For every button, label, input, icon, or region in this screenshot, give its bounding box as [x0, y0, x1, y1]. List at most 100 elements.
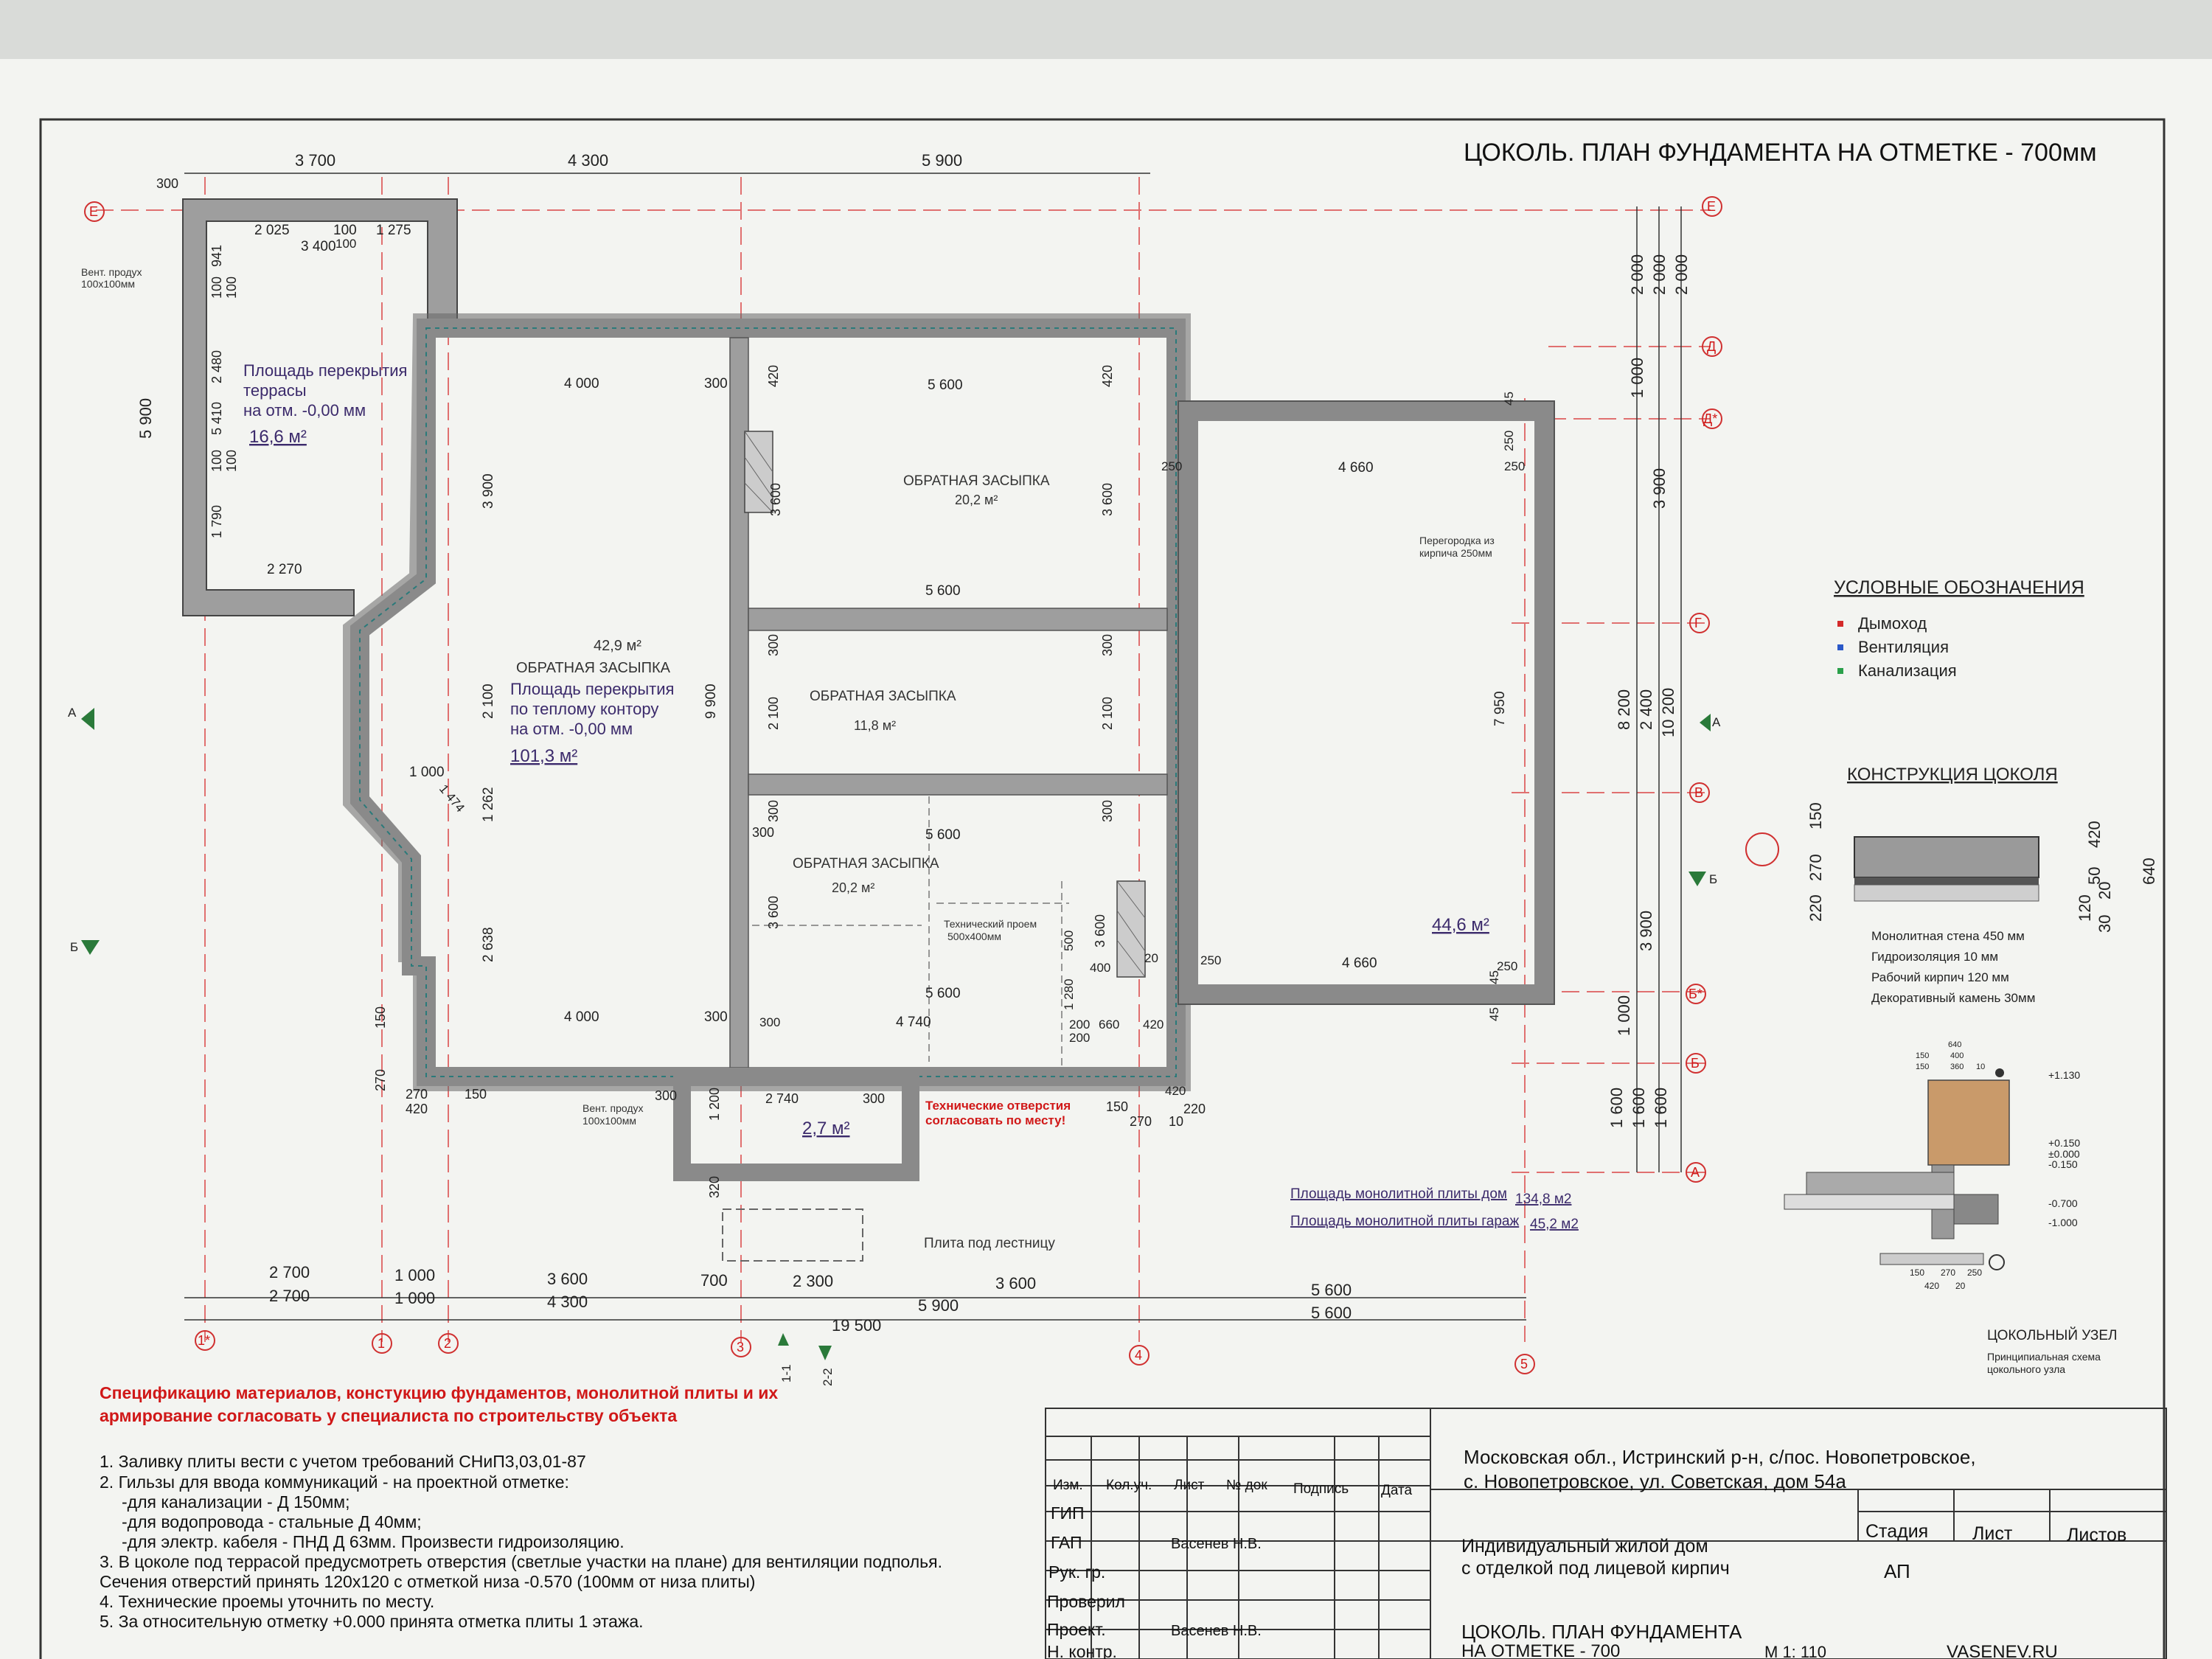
room-dim: 5 600	[928, 378, 963, 393]
tech-holes-note: согласовать по месту!	[925, 1113, 1065, 1127]
room2-area: 11,8 м²	[854, 718, 896, 733]
garage-dim: 45	[1487, 1007, 1501, 1021]
tb-col-header: Изм.	[1053, 1478, 1083, 1493]
tb-role: ГАП	[1051, 1533, 1082, 1552]
node-mark: +1.130	[2048, 1069, 2080, 1081]
main-dim: 420	[406, 1102, 428, 1116]
garage-dim: 250	[1504, 459, 1525, 473]
garage-dim: 45	[1487, 970, 1501, 984]
room1-area: 20,2 м²	[955, 493, 998, 507]
main-dim: 300	[704, 376, 728, 392]
right-dim: 2 000	[1672, 254, 1691, 295]
right-dim: 2 000	[1650, 254, 1669, 295]
plinth-title: КОНСТРУКЦИЯ ЦОКОЛЯ	[1847, 765, 2058, 785]
garage-dim: 7 950	[1492, 691, 1508, 726]
node-mark: -1.000	[2048, 1217, 2078, 1228]
axis-number: 1	[378, 1336, 385, 1351]
room-dim: 400	[1090, 961, 1110, 975]
main-area-a: 42,9 м²	[594, 638, 641, 654]
terrace-dim: 1 275	[376, 223, 411, 238]
tb-sheet-title: ЦОКОЛЬ. ПЛАН ФУНДАМЕНТА	[1461, 1621, 1742, 1643]
tb-site: VASENEV.RU	[1947, 1642, 2058, 1659]
node-title: ЦОКОЛЬНЫЙ УЗЕЛ	[1987, 1327, 2118, 1343]
porch-dim: 1 200	[707, 1088, 722, 1121]
node-subtitle: цокольного узла	[1987, 1363, 2065, 1375]
main-note: на отм. -0,00 мм	[510, 720, 633, 738]
terrace-note: террасы	[243, 381, 307, 400]
terrace-dim: 100	[335, 237, 356, 251]
axis-letter: Г	[1694, 616, 1702, 630]
tb-role: Н. контр.	[1047, 1642, 1117, 1659]
room1-label: ОБРАТНАЯ ЗАСЫПКА	[903, 473, 1050, 489]
axis-bubbles	[84, 196, 1779, 1374]
room-dim: 3 600	[1093, 914, 1107, 947]
axis-number: 2	[444, 1336, 451, 1351]
axis-letter: Е	[89, 204, 98, 219]
main-dim: 1 474	[437, 782, 467, 815]
plinth-layer: Рабочий кирпич 120 мм	[1871, 970, 2009, 984]
slab-house-label: Площадь монолитной плиты дом	[1290, 1186, 1507, 1202]
porch-walls	[673, 1068, 919, 1262]
axis-letter: Д	[1707, 339, 1716, 354]
terrace-dim: 2 025	[254, 223, 290, 238]
room-dim: 3 600	[1100, 483, 1115, 516]
garage-area: 44,6 м²	[1432, 915, 1489, 935]
room-dim: 5 600	[925, 827, 961, 843]
axis-letter: В	[1694, 785, 1703, 800]
room-dim: 20	[1144, 951, 1158, 965]
tb-name: Васенев Н.В.	[1171, 1623, 1262, 1639]
garage-partition-note: Перегородка из	[1419, 535, 1495, 546]
room-dim: 200	[1069, 1018, 1090, 1032]
porch-dim: 300	[863, 1091, 885, 1106]
legend-item: Канализация	[1858, 661, 1957, 680]
tb-stage-header: Листов	[2067, 1525, 2126, 1545]
tech-opening: Технический проем	[944, 918, 1037, 930]
tb-scale: М 1: 110	[1764, 1643, 1826, 1659]
slab-garage-value: 45,2 м2	[1530, 1217, 1579, 1232]
garage-dim: 4 660	[1338, 460, 1374, 476]
terrace-dim: 2 270	[267, 562, 302, 577]
note-line: -для водопровода - стальные Д 40мм;	[122, 1512, 422, 1531]
plinth-layer: Гидроизоляция 10 мм	[1871, 950, 1998, 964]
note-line: 5. За относительную отметку +0.000 приня…	[100, 1612, 644, 1631]
top-dim-4: 300	[156, 176, 178, 191]
bottom-dim: 2 700	[269, 1287, 310, 1305]
room-dim: 300	[1100, 800, 1115, 822]
room-dim: 200	[1069, 1031, 1090, 1045]
tb-col-header: Лист	[1174, 1478, 1205, 1493]
node-dim: 420	[1924, 1281, 1939, 1291]
section-mark: Б	[70, 940, 78, 954]
room-dim: 420	[1100, 365, 1115, 387]
right-dim: 10 200	[1659, 688, 1677, 737]
node-graphic	[1784, 1068, 2010, 1270]
room-dim: 5 600	[925, 986, 961, 1001]
terrace-dim: 3 400	[301, 239, 336, 254]
tb-project: Индивидуальный жилой дом	[1461, 1536, 1708, 1557]
room-dim: 300	[1100, 634, 1115, 656]
main-dim: 150	[465, 1087, 487, 1102]
top-dim-1: 3 700	[295, 151, 335, 170]
axis-letter: Б	[1691, 1056, 1700, 1071]
room-dim: 300	[766, 800, 781, 822]
node-mark: ±0.000	[2048, 1148, 2080, 1160]
stair-plate-label: Плита под лестницу	[924, 1236, 1055, 1251]
main-dim: 270	[373, 1069, 388, 1091]
plinth-dim: 120	[2076, 894, 2094, 922]
main-dim: 270	[406, 1087, 428, 1102]
porch-dim: 270	[1130, 1114, 1152, 1129]
node-dim: 640	[1948, 1040, 1961, 1049]
axis-letter: Б*	[1688, 987, 1703, 1001]
terrace-area: 16,6 м²	[249, 427, 307, 447]
room-dim: 420	[1143, 1018, 1164, 1032]
vent-note-2: 100х100мм	[582, 1115, 636, 1127]
node-dim: 20	[1955, 1281, 1966, 1291]
plinth-dim: 30	[2096, 915, 2114, 933]
axis-number: 5	[1520, 1357, 1528, 1371]
node-dim: 150	[1916, 1062, 1929, 1071]
porch-dim: 2 740	[765, 1091, 799, 1106]
porch-area: 2,7 м²	[802, 1119, 850, 1138]
tb-col-header: Дата	[1381, 1483, 1413, 1498]
room-dim: 500	[1062, 931, 1076, 951]
terrace-dim: 941	[209, 245, 224, 267]
